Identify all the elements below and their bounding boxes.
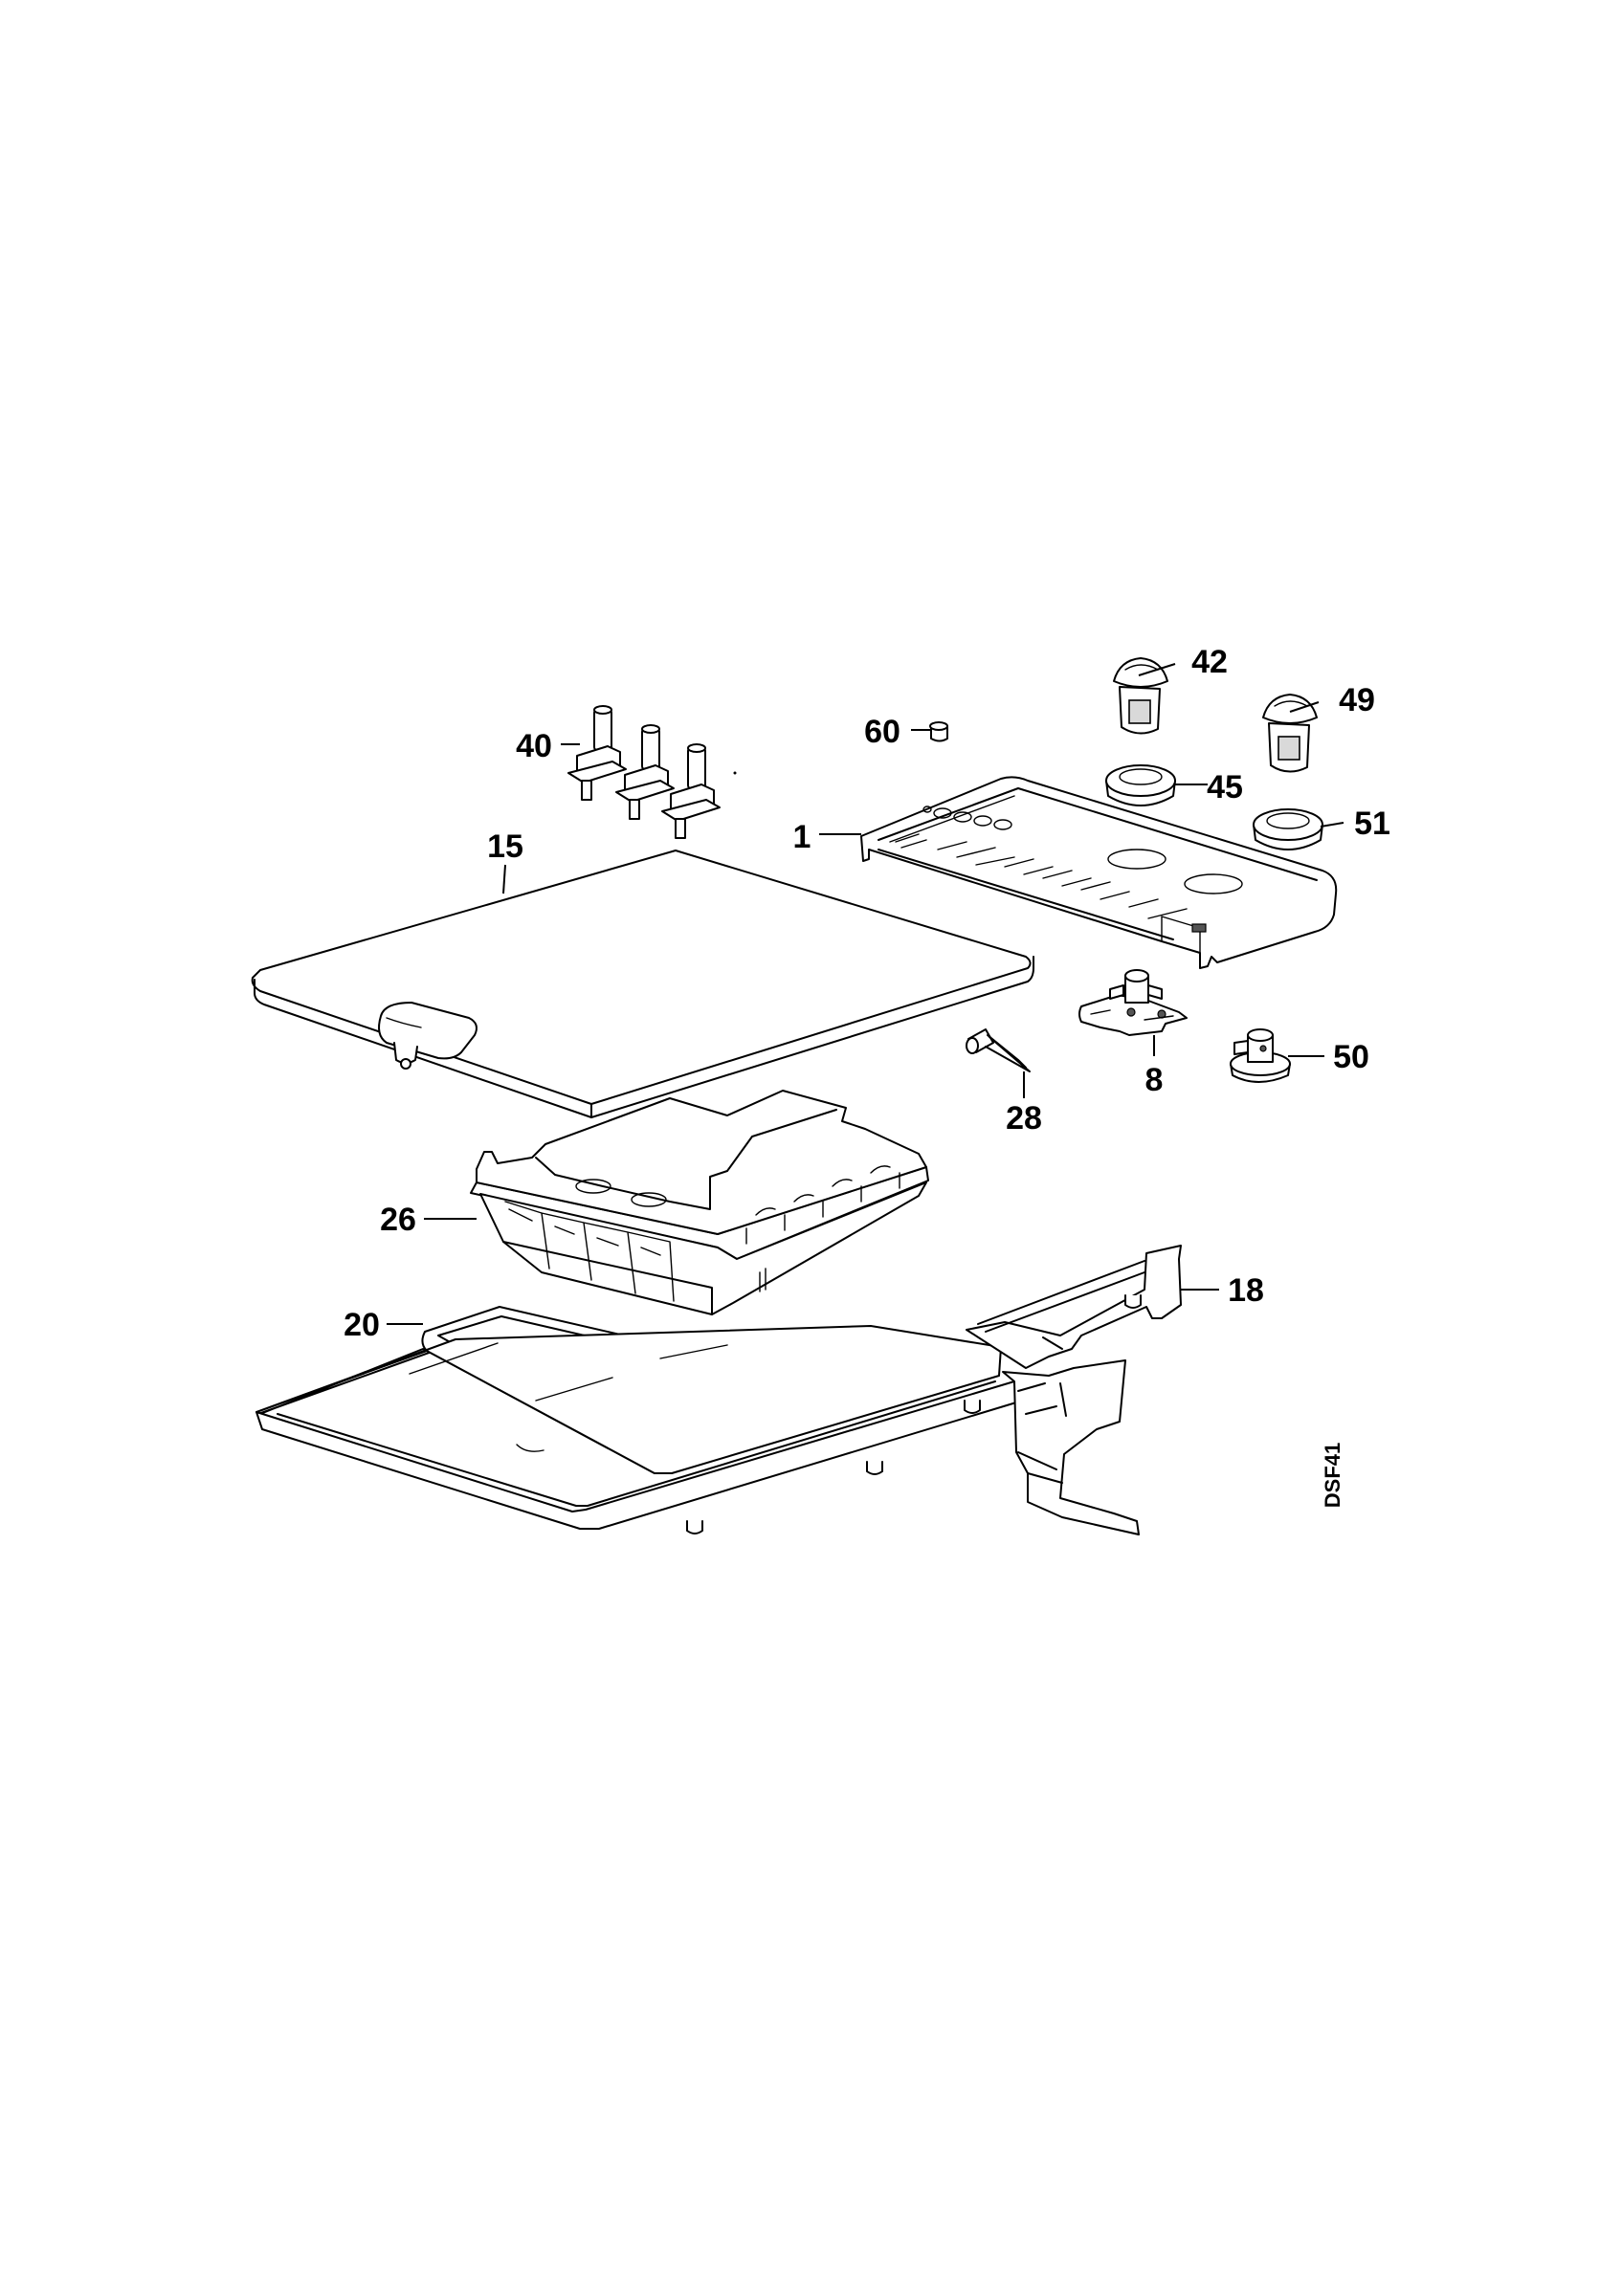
part-26-dispenser-drawer [470, 1090, 929, 1315]
part-15-lid [251, 850, 1034, 1118]
part-1-control-panel [860, 776, 1338, 969]
callout-60: 60 [864, 714, 900, 750]
plunger [661, 743, 721, 839]
callout-1: 1 [793, 819, 811, 855]
callout-49: 49 [1339, 682, 1375, 718]
part-40-plungers [567, 705, 737, 839]
plunger [567, 705, 627, 801]
part-28-pin [966, 1028, 1031, 1072]
callout-28: 28 [1006, 1100, 1042, 1137]
callout-20: 20 [344, 1307, 380, 1343]
part-49-knob [1262, 694, 1318, 773]
panel-indicator-buttons [922, 806, 1012, 830]
part-51-ring [1253, 808, 1323, 850]
drawer-compartments [504, 1201, 675, 1302]
panel-legend-marks [895, 833, 1207, 933]
callout-15: 15 [487, 828, 523, 865]
callout-leaders [387, 663, 1344, 1325]
callout-42: 42 [1191, 644, 1228, 680]
callout-45: 45 [1207, 769, 1243, 806]
plunger [615, 724, 675, 820]
lid-hinge-pin [393, 1042, 418, 1070]
part-60-cap [929, 721, 948, 742]
part-45-ring [1105, 764, 1176, 806]
drawing-code: DSF41 [1321, 1443, 1344, 1508]
callout-labels: 42 49 40 60 45 51 1 15 8 50 28 26 18 20 [344, 644, 1390, 1343]
callout-26: 26 [380, 1202, 416, 1238]
callout-8: 8 [1145, 1062, 1164, 1098]
callout-50: 50 [1333, 1039, 1369, 1075]
callout-40: 40 [516, 728, 552, 764]
panel-knob-opening [1184, 873, 1243, 894]
panel-knob-opening [1107, 849, 1167, 870]
part-18-housing [256, 1245, 1182, 1535]
drawer-ribs [745, 1165, 900, 1292]
part-8-selector-disc [1078, 969, 1188, 1036]
part-50-rotary-switch [1230, 1028, 1291, 1083]
part-42-knob [1113, 657, 1168, 735]
callout-18: 18 [1228, 1272, 1264, 1309]
housing-feet [686, 1294, 1142, 1534]
callout-51: 51 [1354, 806, 1390, 842]
